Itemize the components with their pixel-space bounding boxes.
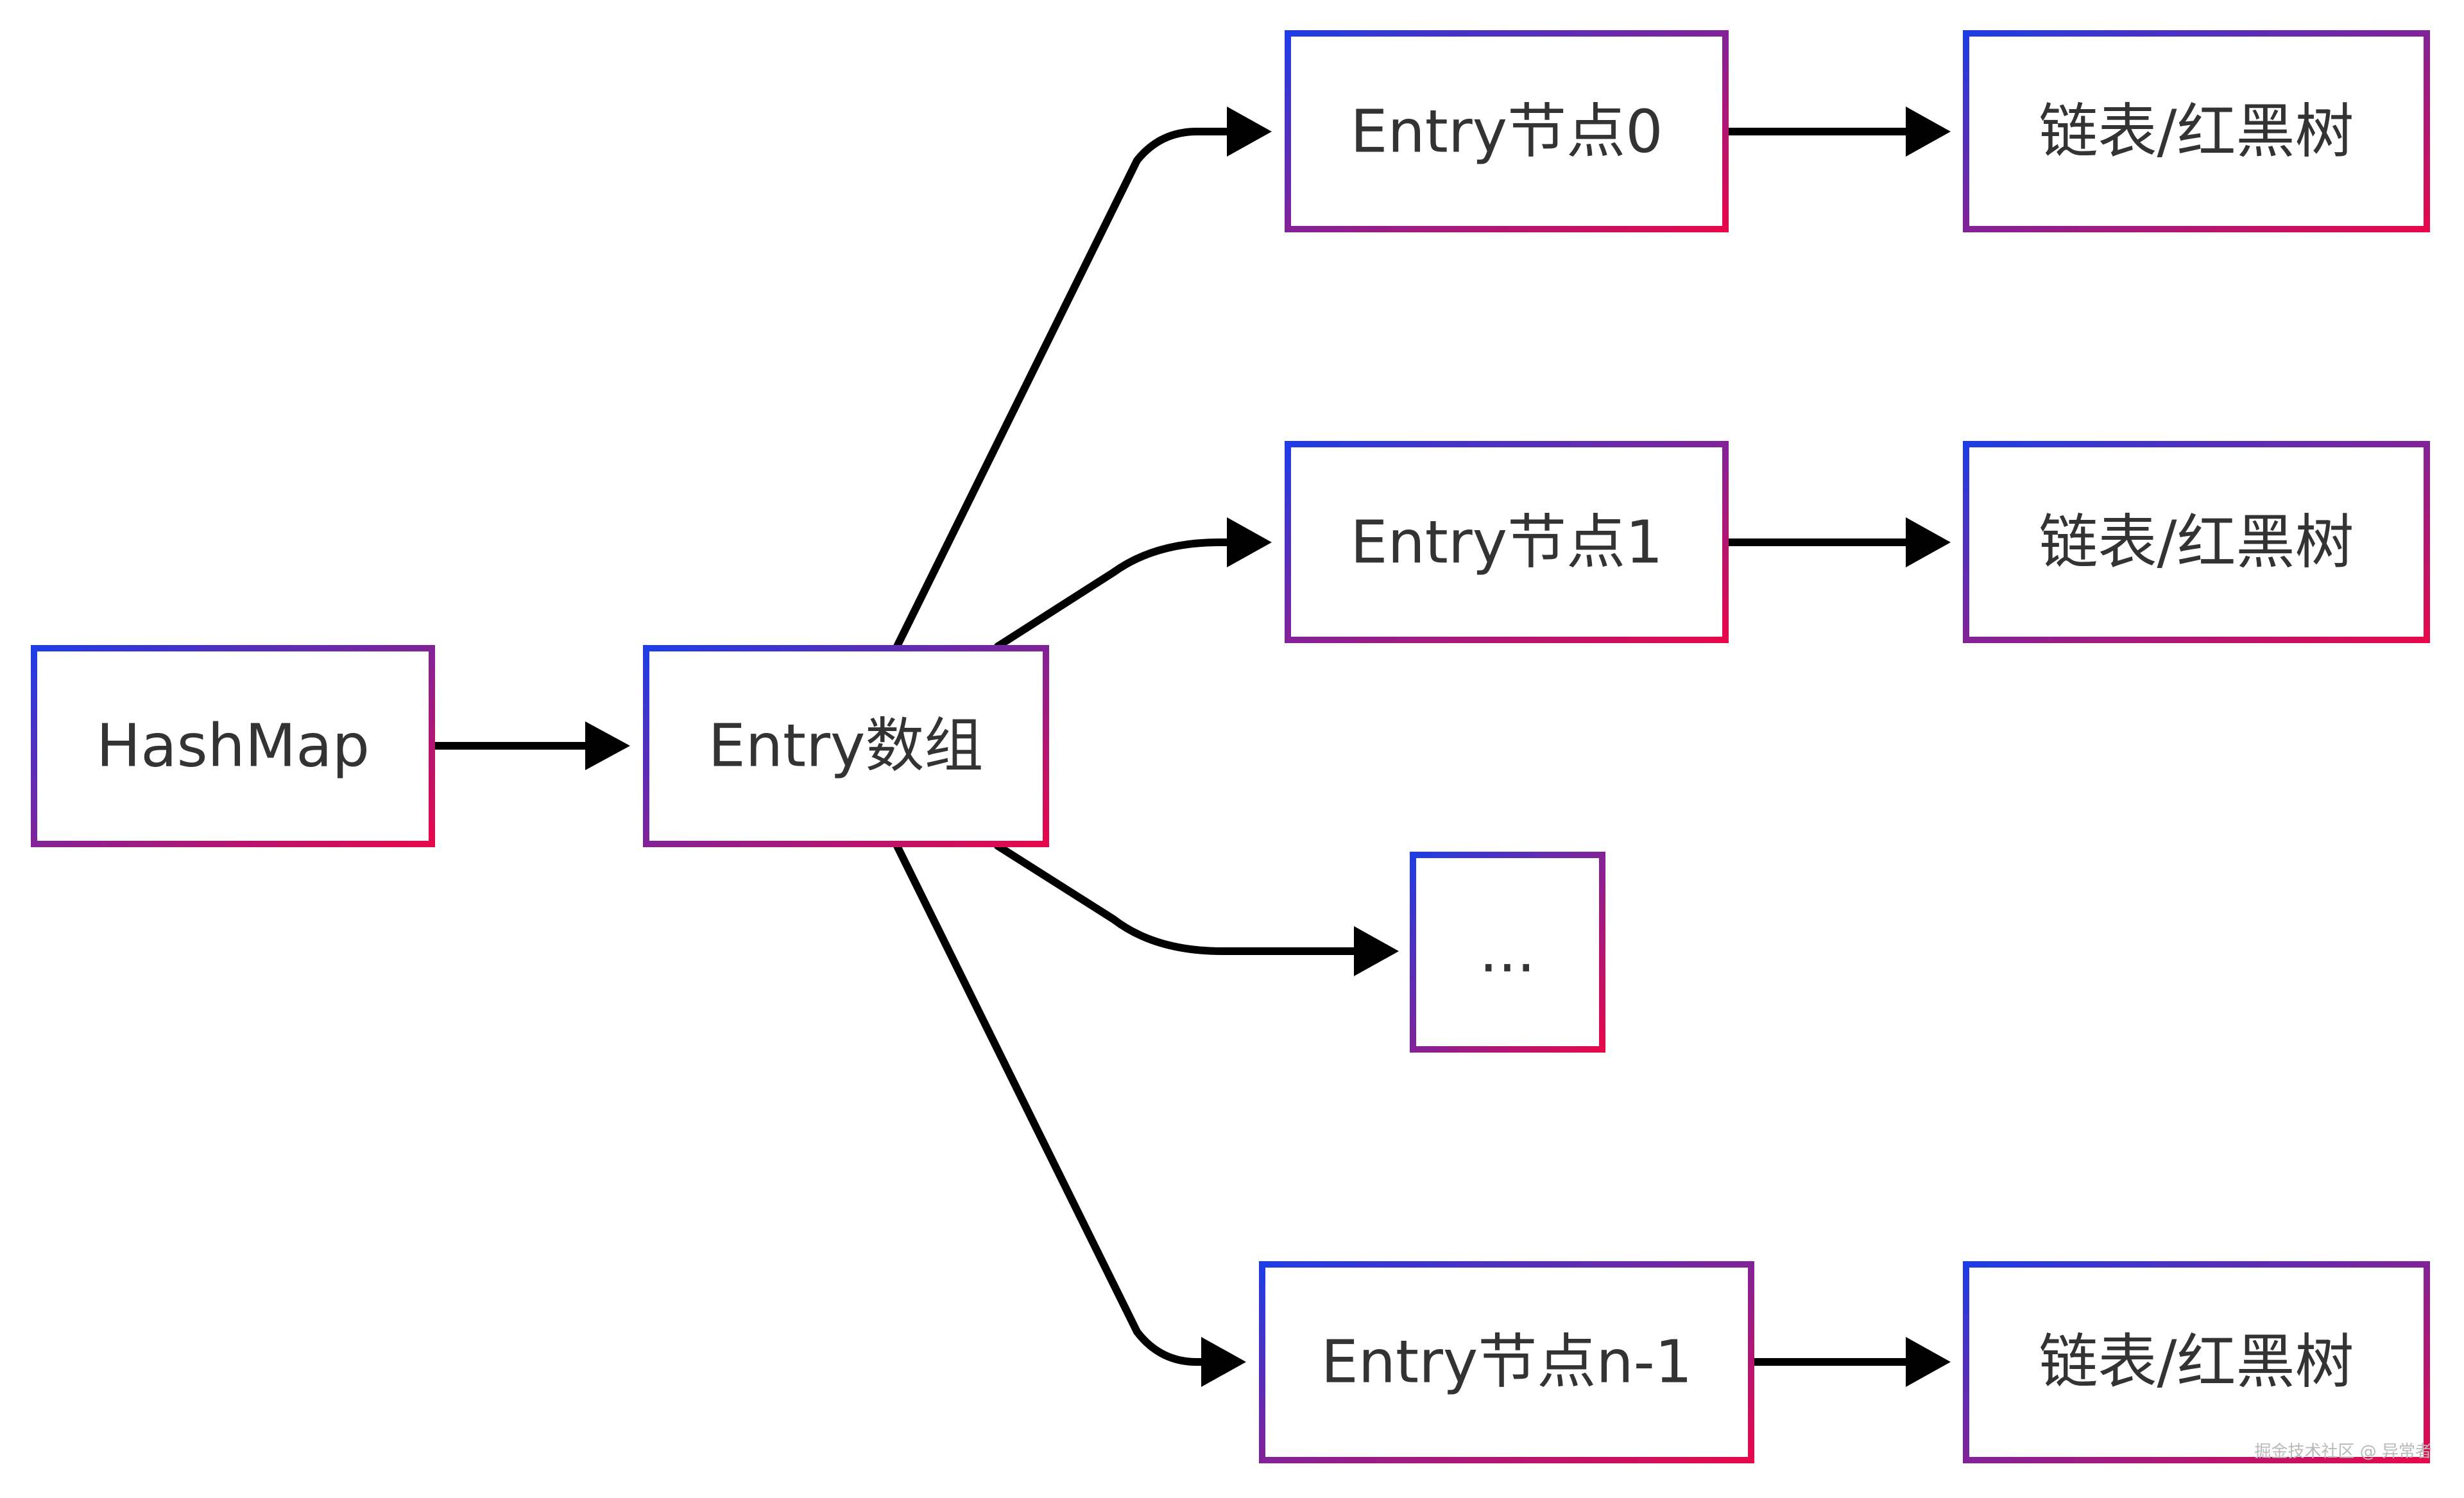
node-hashmap-box [31, 645, 435, 847]
arrowhead-entryn1 [1201, 1337, 1246, 1387]
node-entry-array-label: Entry数组 [708, 712, 984, 780]
node-ellipsis-label: ... [1479, 917, 1536, 986]
node-list-tree-n1-label: 链表/红黑树 [2039, 1328, 2354, 1397]
node-entry-0-box [1285, 30, 1729, 232]
edge-array-to-entry1 [994, 538, 1231, 650]
node-list-tree-1-label: 链表/红黑树 [2039, 508, 2354, 577]
node-list-tree-0: 链表/红黑树 [1963, 30, 2430, 232]
node-entry-0: Entry节点0 [1285, 30, 1729, 232]
node-ellipsis: ... [1410, 852, 1605, 1053]
arrowhead-listtree-0 [1906, 107, 1951, 157]
edge-array-to-entry0 [893, 128, 1231, 650]
node-list-tree-1: 链表/红黑树 [1963, 441, 2430, 643]
node-entry-1: Entry节点1 [1285, 441, 1729, 643]
node-entry-n1: Entry节点n-1 [1259, 1261, 1754, 1463]
node-ellipsis-box [1410, 852, 1605, 1053]
node-entry-n1-box [1259, 1261, 1754, 1463]
arrowhead-entry1 [1227, 517, 1272, 567]
arrowhead-ellipsis [1354, 926, 1399, 976]
edges [429, 107, 1951, 1387]
node-entry-array: Entry数组 [643, 645, 1049, 847]
node-list-tree-0-label: 链表/红黑树 [2039, 98, 2354, 166]
node-list-tree-0-box [1963, 30, 2430, 232]
node-hashmap: HashMap [31, 645, 435, 847]
arrowhead-entry0 [1227, 107, 1272, 157]
edge-array-to-entryn1 [893, 842, 1205, 1366]
arrowhead-array [585, 721, 630, 770]
edge-array-to-ellipsis [994, 842, 1358, 955]
node-entry-array-box [643, 645, 1049, 847]
node-hashmap-label: HashMap [96, 712, 370, 780]
node-entry-1-box [1285, 441, 1729, 643]
node-list-tree-n1-box [1963, 1261, 2430, 1463]
arrowhead-listtree-1 [1906, 517, 1951, 567]
node-list-tree-1-box [1963, 441, 2430, 643]
node-entry-0-label: Entry节点0 [1350, 98, 1663, 166]
node-entry-1-label: Entry节点1 [1350, 508, 1663, 577]
node-list-tree-n1: 链表/红黑树 [1963, 1261, 2430, 1463]
watermark-text: 掘金技术社区 @ 异常者 [2254, 1442, 2432, 1461]
arrowhead-listtree-n1 [1906, 1337, 1951, 1387]
node-entry-n1-label: Entry节点n-1 [1321, 1328, 1693, 1397]
